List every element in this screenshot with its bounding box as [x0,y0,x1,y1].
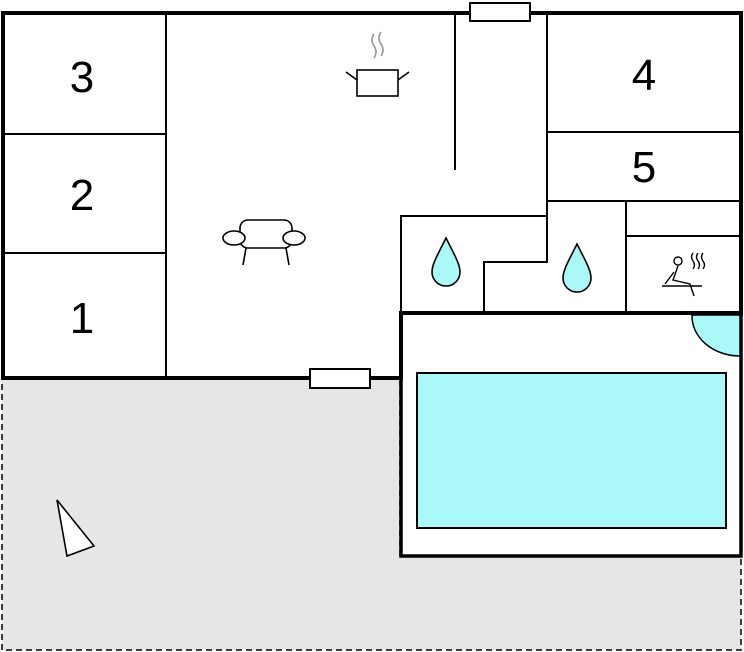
water-drop-icon [431,236,461,287]
sofa-icon [222,219,306,266]
kitchen-pot-icon [345,31,410,97]
house-outer-wall [1,11,743,380]
bathroom-walls [400,215,548,313]
room-label-5: 5 [632,143,656,192]
compass-arrow-icon [56,499,96,558]
window-top [469,2,531,22]
sauna-icon [662,252,706,297]
room-label-1: 1 [70,294,94,343]
water-drop-icon [562,242,592,293]
swimming-pool [416,372,727,529]
terrace-area [1,377,742,651]
room-label-4: 4 [632,51,656,100]
room-label-2: 2 [70,171,94,220]
room-label-3: 3 [70,53,94,102]
sauna-door-swing [691,314,741,357]
pool-deck-outline [399,313,743,558]
window-bottom [309,368,371,389]
